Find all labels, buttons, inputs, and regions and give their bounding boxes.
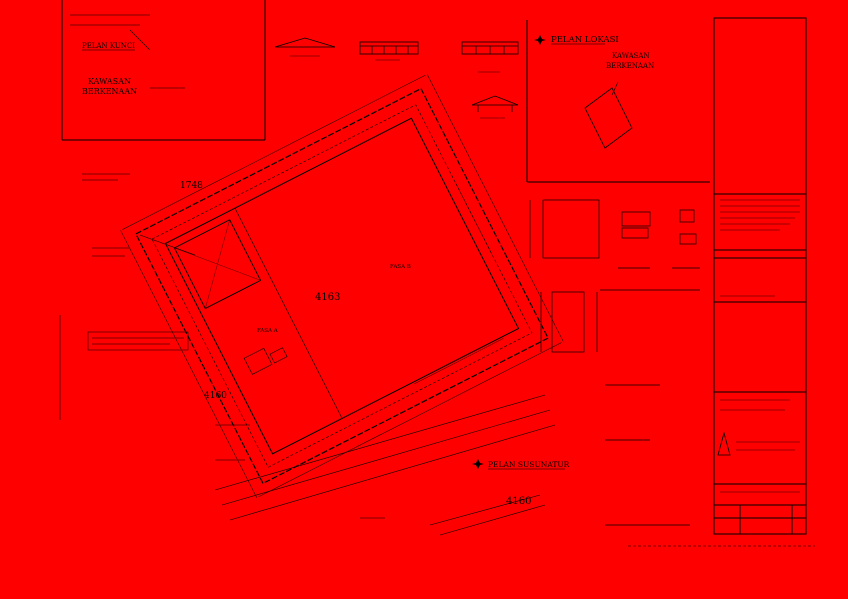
- lot-number-4163: 4163: [315, 292, 340, 303]
- detail-drawings: [529, 199, 700, 526]
- lot-number-4160-left: 4160: [204, 391, 227, 401]
- elevation-sketches: [274, 37, 519, 119]
- location-plan-title: PELAN LOKASI: [551, 35, 619, 45]
- left-notes: [82, 173, 250, 461]
- lot-number-4160-bottom: 4160: [506, 496, 531, 507]
- key-plan-area: PELAN KUNCI KAWASAN BERKENAAN: [61, 0, 266, 141]
- compass-star-icon: [534, 35, 546, 45]
- area-label-right-2: BERKENAAN: [606, 62, 654, 70]
- access-road: [59, 234, 556, 536]
- area-label-right-1: KAWASAN: [612, 52, 650, 60]
- area-label-left-1: KAWASAN: [88, 77, 131, 86]
- location-plan-area: PELAN LOKASI KAWASAN BERKENAAN: [526, 20, 710, 183]
- key-plan-title: PELAN KUNCI: [82, 42, 135, 50]
- phase-label-a: FASA A: [257, 328, 279, 334]
- phase-label-b: FASA B: [390, 264, 411, 270]
- compass-star-icon: [472, 459, 484, 469]
- site-plan-main: [120, 74, 564, 498]
- area-label-left-2: BERKENAAN: [82, 87, 137, 96]
- lot-number-1748: 1748: [180, 181, 203, 191]
- title-block: [628, 17, 815, 547]
- layout-plan-title: PELAN SUSUNATUR: [488, 460, 570, 469]
